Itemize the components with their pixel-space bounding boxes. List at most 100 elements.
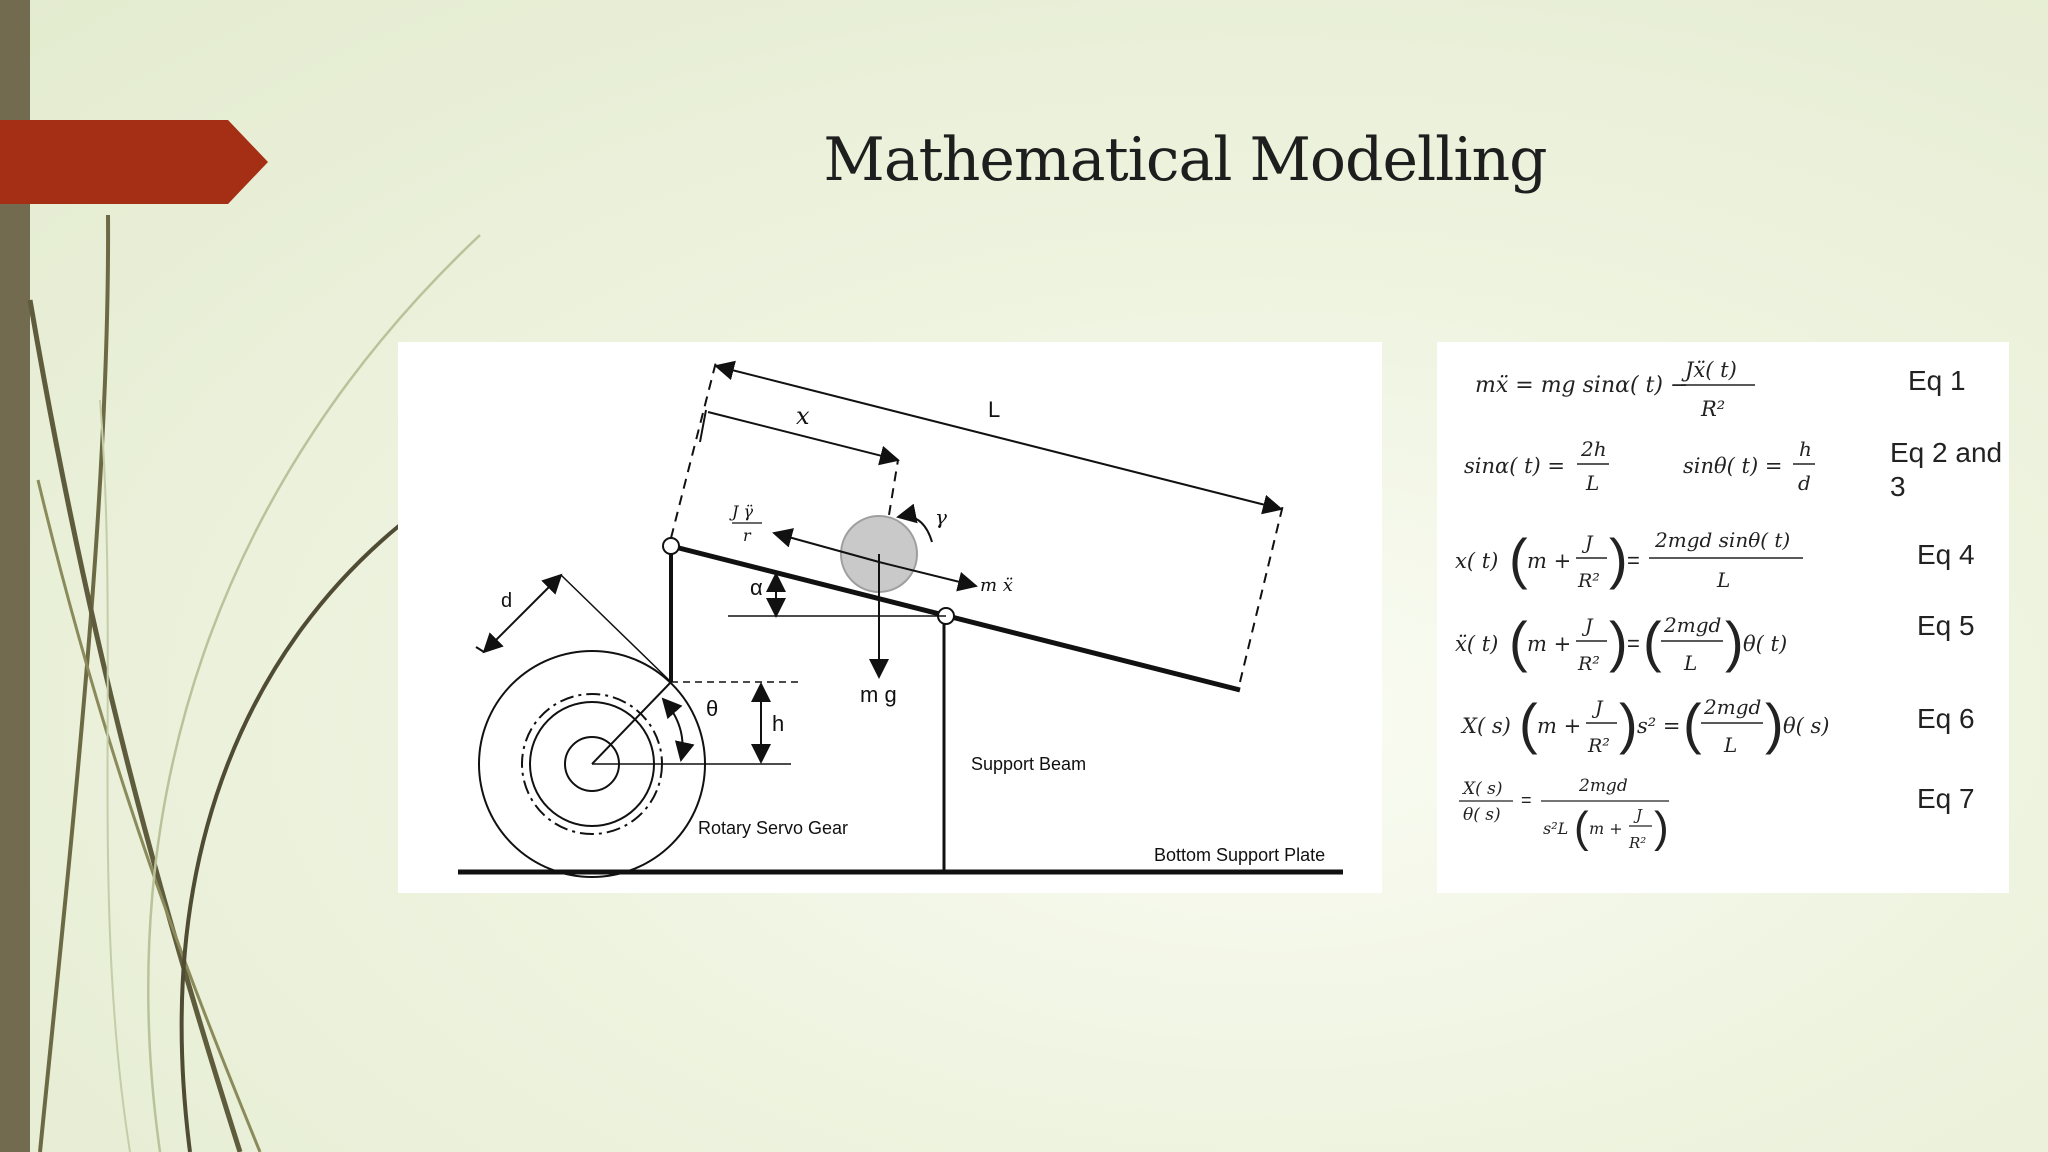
eq3-lhs: sinθ( t) = (1683, 454, 1782, 478)
eq2-num: 2h (1580, 437, 1607, 461)
eq7-lhs-num: X( s) (1461, 779, 1503, 799)
d-arrow (482, 573, 563, 654)
eq5-r2: R² (1577, 653, 1600, 675)
gamma-rotation-arrow (896, 503, 933, 543)
beam (670, 543, 1241, 693)
eq1-frac-den: R² (1700, 397, 1725, 421)
eq4-m: m + (1527, 549, 1571, 573)
equation-6: X( s) ( m + J R² ) s² = ( 2mgd L ) θ( s)… (1460, 692, 1975, 757)
eq7-lhs-den: θ( s) (1463, 805, 1501, 825)
accent-tab (0, 120, 268, 204)
eq6-rhs-close-paren: ) (1765, 692, 1784, 755)
eq5-lhs: ẍ( t) (1455, 632, 1498, 656)
eq7-rhs-num: 2mgd (1578, 776, 1628, 796)
gear-crank (591, 681, 672, 765)
d-extension-upper (560, 574, 672, 683)
force-arrow-mx (878, 561, 978, 592)
eq6-m: m + (1537, 714, 1581, 738)
eq2-3-label-line1: Eq 2 and (1890, 437, 2002, 468)
eq5-rhs-open-paren: ( (1643, 610, 1662, 673)
d-extension-lower (475, 646, 485, 653)
eq5-label: Eq 5 (1917, 610, 1975, 641)
eq4-r2: R² (1577, 570, 1600, 592)
grass-stroke (27, 299, 243, 1152)
grass-stroke (179, 523, 402, 1152)
eq6-rhs-num: 2mgd (1703, 695, 1761, 719)
label-support-beam: Support Beam (971, 754, 1086, 774)
eq2-3-label-line2: 3 (1890, 471, 1906, 502)
label-inertia-num: J γ̈ (729, 502, 754, 521)
grass-stroke (99, 399, 131, 1152)
eq5-rhs-den: L (1683, 651, 1697, 675)
equation-7: X( s) θ( s) = 2mgd s²L ( m + J R² ) Eq 7 (1459, 776, 1975, 852)
grass-stroke (147, 234, 481, 1152)
label-weight: m g (860, 682, 897, 707)
label-alpha: α (750, 575, 763, 600)
eq5-rhs-close-paren: ) (1725, 610, 1744, 673)
label-L: L (988, 397, 1000, 422)
force-arrow-inertia (772, 528, 880, 563)
grass-stroke (38, 214, 111, 1152)
equation-2-and-3: sinα( t) = 2h L sinθ( t) = h d Eq 2 and … (1464, 437, 2002, 502)
eq6-open-paren: ( (1519, 692, 1538, 755)
label-inertia-den: r (743, 526, 752, 545)
position-x-arrow (707, 411, 900, 466)
label-gamma: γ (935, 505, 947, 529)
eq6-rhs-open-paren: ( (1683, 692, 1702, 755)
eq7-equals: = (1521, 790, 1532, 810)
grass-stroke (36, 479, 262, 1152)
eq5-m: m + (1527, 632, 1571, 656)
eq5-open-paren: ( (1509, 610, 1528, 673)
eq7-den-a: s²L (1543, 819, 1568, 838)
eq7-den-j: J (1633, 806, 1643, 824)
eq4-open-paren: ( (1509, 527, 1528, 590)
eq6-tail: θ( s) (1783, 714, 1829, 738)
label-rotary-servo-gear: Rotary Servo Gear (698, 818, 848, 838)
diagram-drawing: L x γ m ẍ J γ̈ r m g α h θ (458, 360, 1343, 878)
label-h: h (772, 711, 784, 736)
label-theta: θ (706, 696, 718, 721)
eq1-lhs: mẍ = mg sinα( t) − (1475, 373, 1688, 398)
eq5-j: J (1581, 615, 1594, 637)
beam-pivot-left (662, 537, 680, 555)
label-x: x (796, 402, 810, 430)
dashed-extent-left (670, 361, 717, 539)
equations-drawing: mẍ = mg sinα( t) − Jẍ( t) R² Eq 1 sinα( … (1455, 358, 2002, 852)
eq4-close-paren: ) (1609, 527, 1628, 590)
eq4-equals: = (1627, 548, 1640, 573)
equation-5: ẍ( t) ( m + J R² ) = ( 2mgd L ) θ( t) Eq… (1455, 610, 1975, 675)
eq4-rhs-num: 2mgd sinθ( t) (1654, 528, 1790, 552)
eq5-equals: = (1627, 631, 1640, 656)
eq7-den-m: m + (1589, 819, 1623, 838)
label-mx: m ẍ (980, 575, 1013, 596)
page-title: Mathematical Modelling (823, 125, 1547, 195)
eq7-label: Eq 7 (1917, 783, 1975, 814)
eq2-lhs: sinα( t) = (1464, 454, 1565, 478)
eq6-r2: R² (1587, 735, 1610, 757)
eq4-rhs-den: L (1716, 568, 1730, 592)
position-x-start-line (699, 409, 707, 443)
eq1-frac-num: Jẍ( t) (1681, 358, 1737, 382)
length-L-arrow (714, 360, 1283, 515)
eq5-close-paren: ) (1609, 610, 1628, 673)
eq4-lhs: x( t) (1455, 549, 1498, 573)
theta-arc-arrow (661, 697, 695, 762)
eq3-num: h (1799, 437, 1812, 461)
eq6-label: Eq 6 (1917, 703, 1975, 734)
equation-4: x( t) ( m + J R² ) = 2mgd sinθ( t) L Eq … (1455, 527, 1975, 592)
eq2-den: L (1585, 471, 1599, 495)
label-d: d (501, 590, 512, 612)
eq5-tail: θ( t) (1743, 632, 1787, 656)
eq1-label: Eq 1 (1908, 365, 1966, 396)
equation-1: mẍ = mg sinα( t) − Jẍ( t) R² Eq 1 (1475, 358, 1966, 421)
label-bottom-support-plate: Bottom Support Plate (1154, 845, 1325, 865)
eq4-j: J (1581, 532, 1594, 554)
equations-panel: mẍ = mg sinα( t) − Jẍ( t) R² Eq 1 sinα( … (1437, 342, 2009, 893)
eq3-den: d (1798, 471, 1811, 495)
eq6-j: J (1591, 697, 1604, 719)
eq7-den-close-paren: ) (1654, 803, 1669, 852)
eq6-s2: s² = (1637, 714, 1680, 738)
eq6-lhs: X( s) (1460, 714, 1511, 738)
eq7-den-r2: R² (1628, 834, 1646, 852)
